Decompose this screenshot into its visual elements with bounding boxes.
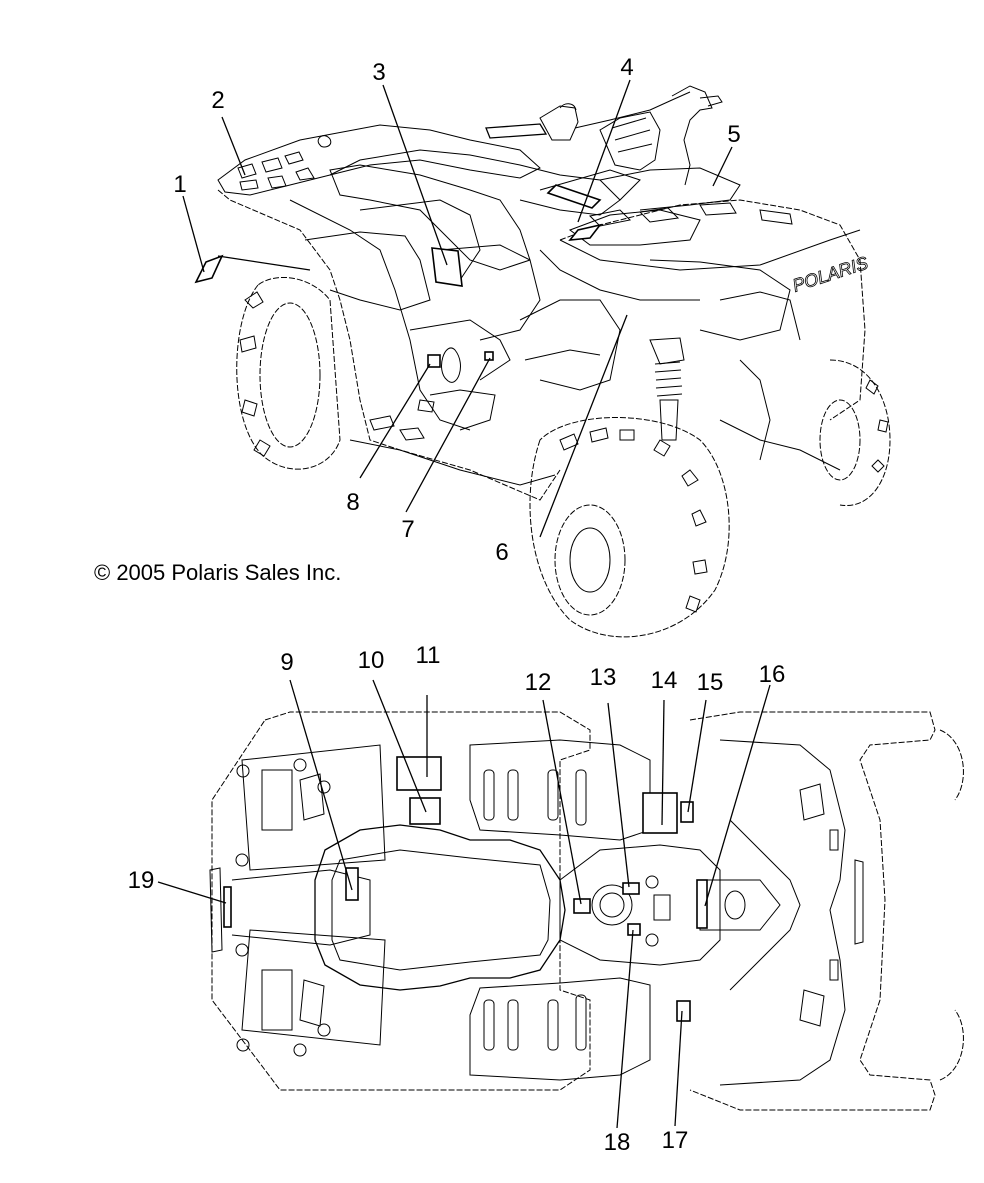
side-view-decals	[194, 184, 602, 368]
handlebar	[485, 85, 723, 186]
callout-11: 11	[416, 642, 441, 669]
decal-15[interactable]	[680, 801, 694, 823]
callout-9: 9	[280, 649, 293, 676]
callout-8: 8	[346, 489, 359, 516]
top-view-leaders	[157, 679, 771, 1129]
front-shock	[649, 337, 685, 441]
decal-9[interactable]	[345, 867, 359, 901]
callout-4: 4	[620, 54, 633, 81]
footrest-holes	[483, 769, 587, 1051]
decal-14[interactable]	[642, 792, 678, 834]
callout-19: 19	[128, 867, 155, 894]
front-wheel	[529, 417, 730, 638]
rear-rack	[217, 124, 541, 196]
front-fender: POLARIS	[519, 167, 871, 421]
callout-14: 14	[651, 667, 678, 694]
callout-12: 12	[525, 669, 552, 696]
side-view-atv-drawing: POLARIS	[217, 85, 891, 638]
top-view-callouts: 9 10 11 12 13 14 15 16 17 18 19	[128, 642, 786, 1156]
decal-18[interactable]	[627, 923, 641, 936]
decal-3[interactable]	[431, 247, 463, 287]
top-view-atv-drawing	[209, 711, 964, 1111]
callout-7: 7	[401, 516, 414, 543]
callout-1: 1	[173, 171, 186, 198]
callout-6: 6	[495, 539, 508, 566]
side-view-callouts: 1 2 3 4 5 6 7 8	[173, 54, 740, 566]
decal-1[interactable]	[194, 254, 224, 284]
callout-2: 2	[211, 87, 224, 114]
callout-13: 13	[590, 664, 617, 691]
callout-10: 10	[358, 647, 385, 674]
decal-19[interactable]	[223, 886, 232, 928]
top-view-decals	[223, 756, 708, 1022]
decal-13[interactable]	[622, 882, 640, 895]
decal-11[interactable]	[396, 756, 442, 791]
callout-3: 3	[372, 59, 385, 86]
decal-4[interactable]	[568, 223, 602, 241]
rear-wheel	[236, 276, 341, 470]
callout-17: 17	[662, 1127, 689, 1154]
callout-15: 15	[697, 669, 724, 696]
callout-16: 16	[759, 661, 786, 688]
decal-17[interactable]	[676, 1000, 691, 1022]
decal-12[interactable]	[573, 898, 591, 914]
frame-lower	[349, 359, 841, 486]
far-wheel	[819, 359, 891, 507]
callout-5: 5	[727, 121, 740, 148]
decal-16[interactable]	[696, 879, 708, 929]
copyright-notice: © 2005 Polaris Sales Inc.	[94, 560, 342, 585]
decal-4a[interactable]	[546, 184, 602, 209]
brand-mark: POLARIS	[790, 253, 870, 296]
decal-8[interactable]	[427, 354, 441, 368]
callout-18: 18	[604, 1129, 631, 1156]
side-view-leaders	[182, 79, 733, 538]
